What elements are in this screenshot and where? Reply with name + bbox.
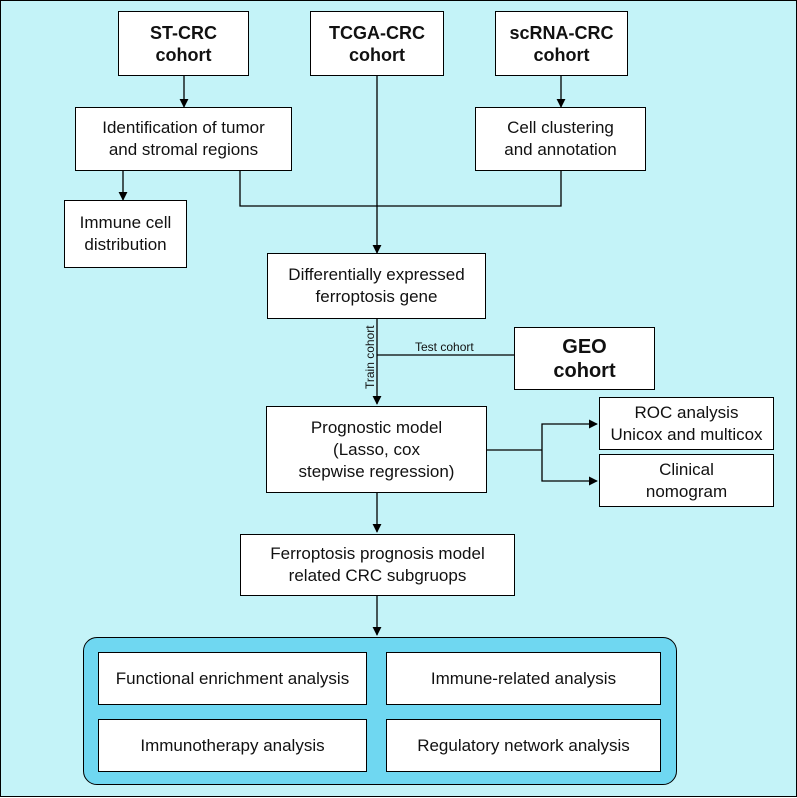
immune-related-box: Immune-related analysis xyxy=(386,652,661,705)
regulatory-network-box: Regulatory network analysis xyxy=(386,719,661,772)
prognostic-model-line2: (Lasso, cox xyxy=(333,439,420,459)
crc-subgroups-box: Ferroptosis prognosis model related CRC … xyxy=(240,534,515,596)
degs-line2: ferroptosis gene xyxy=(315,287,438,306)
immune-distribution-line1: Immune cell xyxy=(79,213,172,232)
geo-cohort-line1: GEO xyxy=(562,335,607,358)
tcga-crc-cohort-line1: TCGA-CRC xyxy=(329,22,425,43)
prognostic-model-line1: Prognostic model xyxy=(310,417,443,437)
functional-enrichment-box: Functional enrichment analysis xyxy=(98,652,367,705)
tumor-stromal-line1: Identification of tumor xyxy=(102,118,265,137)
differential-ferroptosis-gene-box: Differentially expressed ferroptosis gen… xyxy=(267,253,486,319)
geo-cohort-box: GEO cohort xyxy=(514,327,655,390)
test-cohort-label: Test cohort xyxy=(415,340,474,354)
line-clustering-merge xyxy=(377,171,562,207)
scrna-crc-cohort-line2: cohort xyxy=(533,44,590,65)
immunotherapy-box: Immunotherapy analysis xyxy=(98,719,367,772)
cell-clustering-box: Cell clustering and annotation xyxy=(475,107,646,171)
prognostic-model-line3: stepwise regression) xyxy=(298,461,455,481)
arrow-to-roc xyxy=(541,419,598,450)
subgroups-line1: Ferroptosis prognosis model xyxy=(270,544,485,563)
arrow-to-nomogram xyxy=(541,450,598,486)
nomogram-line2: nomogram xyxy=(645,481,728,501)
prognostic-model-box: Prognostic model (Lasso, cox stepwise re… xyxy=(266,406,487,493)
immune-distribution-line2: distribution xyxy=(84,235,167,254)
st-crc-cohort-box: ST-CRC cohort xyxy=(118,11,249,76)
line-identification-merge xyxy=(239,171,377,207)
train-cohort-label: Train cohort xyxy=(363,325,377,389)
tcga-crc-cohort-box: TCGA-CRC cohort xyxy=(310,11,444,76)
regulatory-network-label: Regulatory network analysis xyxy=(417,735,630,755)
geo-cohort-line2: cohort xyxy=(553,359,616,382)
scrna-crc-cohort-line1: scRNA-CRC xyxy=(509,22,614,43)
cell-clustering-line2: and annotation xyxy=(504,140,617,159)
nomogram-line1: Clinical xyxy=(659,459,714,479)
immune-cell-distribution-box: Immune cell distribution xyxy=(64,200,187,268)
st-crc-cohort-line1: ST-CRC xyxy=(150,22,217,43)
cell-clustering-line1: Cell clustering xyxy=(507,118,614,137)
st-crc-cohort-line2: cohort xyxy=(155,44,212,65)
clinical-nomogram-box: Clinical nomogram xyxy=(599,454,774,507)
tumor-stromal-identification-box: Identification of tumor and stromal regi… xyxy=(75,107,292,171)
roc-analysis-box: ROC analysis Unicox and multicox xyxy=(599,397,774,450)
functional-enrichment-label: Functional enrichment analysis xyxy=(115,668,350,688)
tcga-crc-cohort-line2: cohort xyxy=(349,44,405,65)
immune-related-label: Immune-related analysis xyxy=(430,668,617,688)
scrna-crc-cohort-box: scRNA-CRC cohort xyxy=(495,11,628,76)
immunotherapy-label: Immunotherapy analysis xyxy=(140,735,325,755)
degs-line1: Differentially expressed xyxy=(288,265,465,284)
subgroups-line2: related CRC subgruops xyxy=(288,566,467,585)
roc-line2: Unicox and multicox xyxy=(610,424,763,444)
roc-line1: ROC analysis xyxy=(634,402,739,422)
tumor-stromal-line2: and stromal regions xyxy=(108,140,259,159)
